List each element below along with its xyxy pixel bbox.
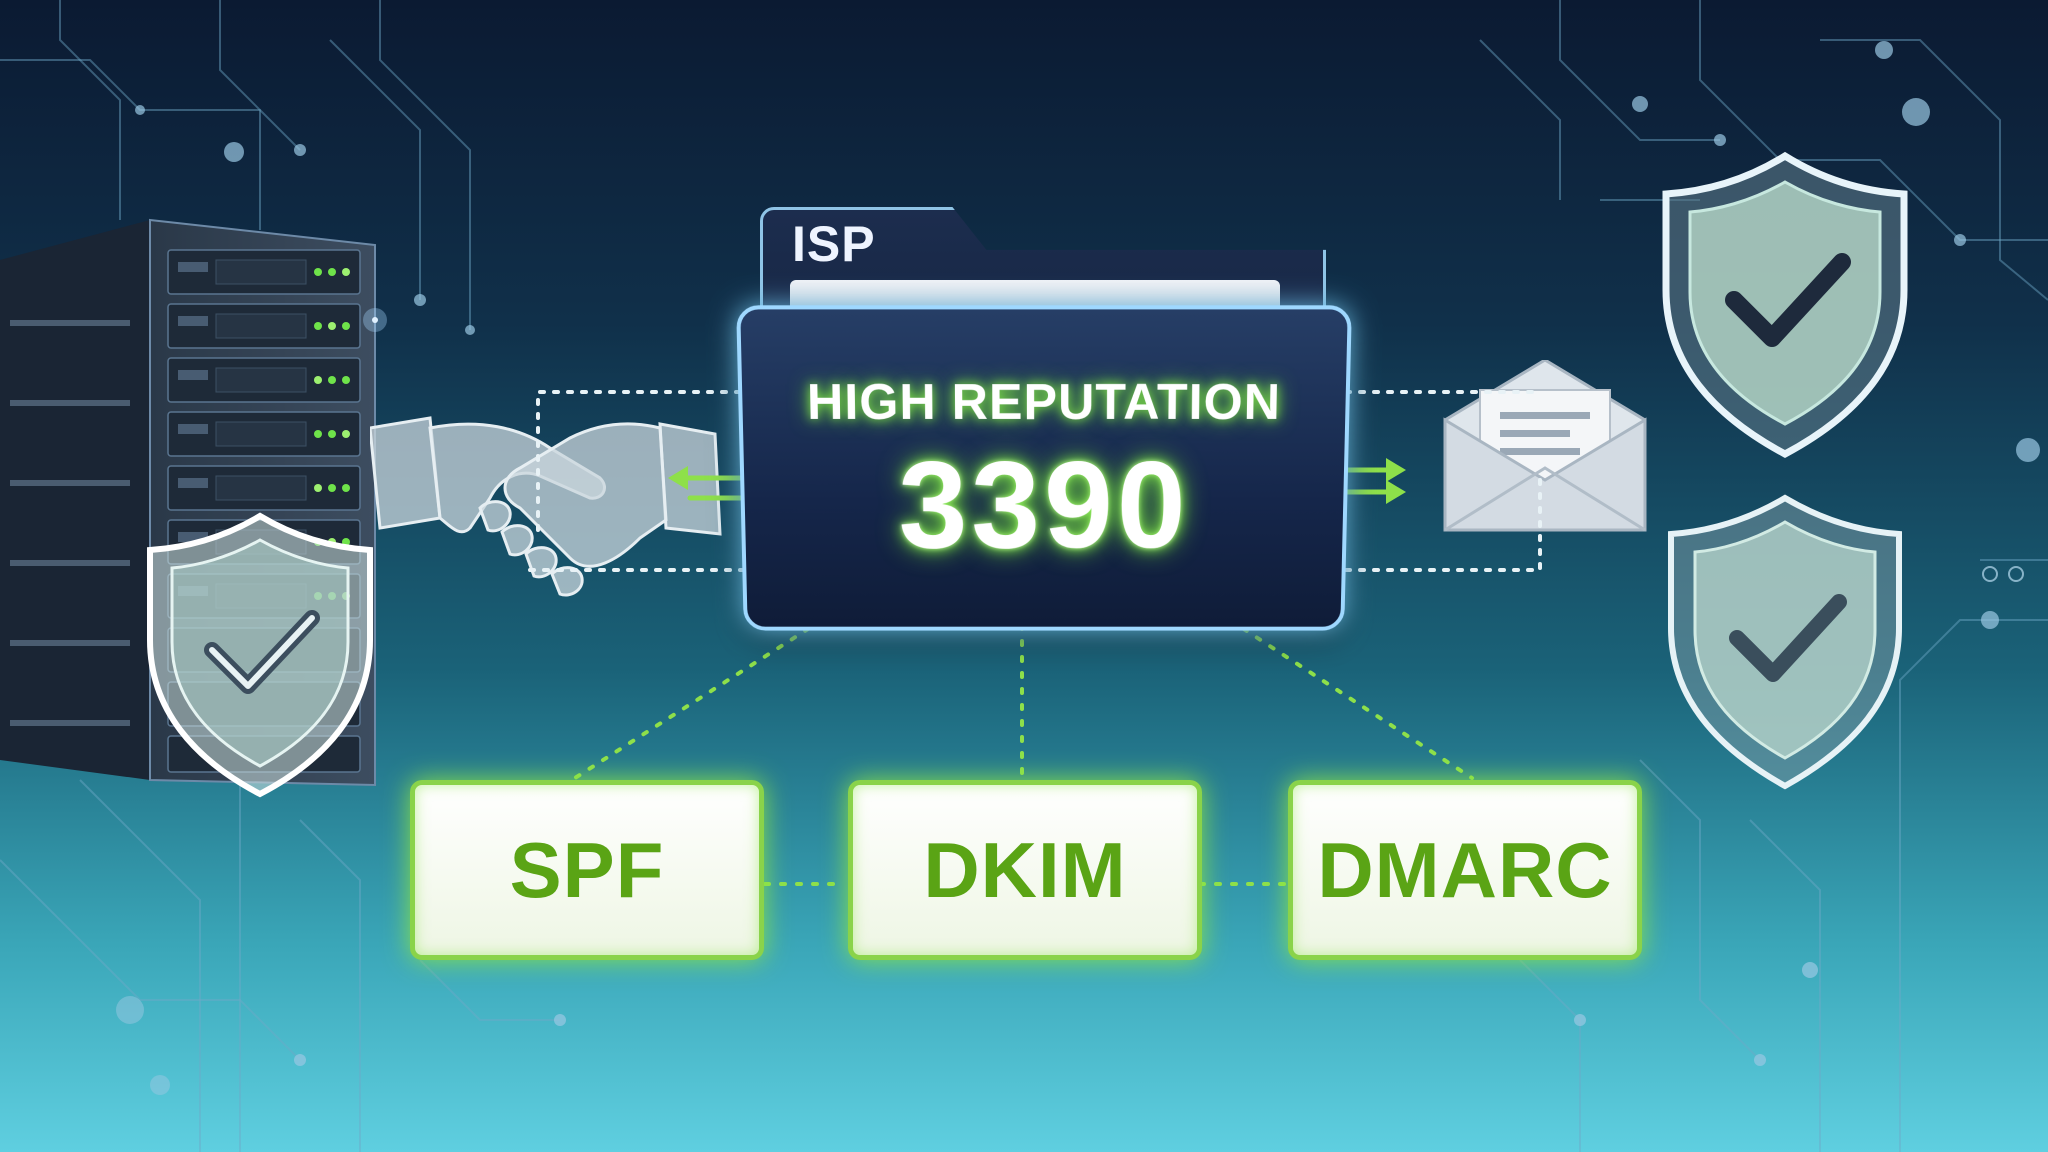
envelope-icon [1443,360,1647,532]
isp-folder: ISP HIGH REPUTATION 3390 [736,195,1352,635]
shield-check-icon [147,512,373,798]
folder-front: HIGH REPUTATION 3390 [736,305,1352,631]
protocol-label: DMARC [1317,825,1613,914]
folder-tab-label: ISP [792,216,876,272]
protocol-tag-dkim: DKIM [848,780,1202,960]
protocol-label: SPF [509,825,665,914]
reputation-score: 3390 [897,436,1191,574]
reputation-title: HIGH REPUTATION [806,373,1282,430]
protocol-tag-dmarc: DMARC [1288,780,1642,960]
shield-check-icon [1668,494,1902,790]
protocol-tag-spf: SPF [410,780,764,960]
shield-check-icon [1662,151,1908,458]
handshake-icon [370,416,722,597]
protocol-label: DKIM [923,825,1127,914]
